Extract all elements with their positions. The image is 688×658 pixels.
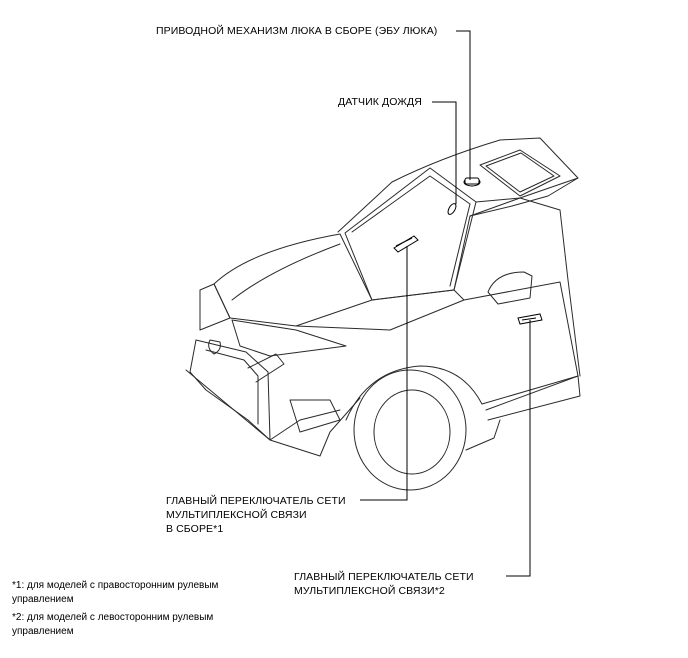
rain-sensor-label: ДАТЧИК ДОЖДЯ [338,96,422,108]
footnote-2: *2: для моделей с левосторонним рулевым … [12,611,213,639]
switch-lhd-label-line1: ГЛАВНЫЙ ПЕРЕКЛЮЧАТЕЛЬ СЕТИ [294,571,474,583]
footnote-1-line2: управлением [12,594,74,605]
switch-rhd-label-line1: ГЛАВНЫЙ ПЕРЕКЛЮЧАТЕЛЬ СЕТИ [166,495,346,507]
roof-outline [337,137,579,233]
multiplex-switch-lhd-component [517,313,543,325]
footnote-1-line1: *1: для моделей с правосторонним рулевым [12,580,219,591]
front-wheel [353,369,467,491]
switch-lhd-label-line2: МУЛЬТИПЛЕКСНОЙ СВЯЗИ*2 [294,585,445,597]
leader-rain-sensor [432,101,457,204]
headlight [231,319,347,357]
a-pillar [475,197,581,377]
hood [213,233,373,327]
footnote-2-line2: управлением [12,626,74,637]
front-door [463,281,579,411]
leader-sunroof-ecu [456,30,471,180]
front-bumper [185,369,361,457]
side-mirror [487,271,533,305]
switch-rhd-label-line3: В СБОРЕ*1 [166,523,224,535]
footnote-1: *1: для моделей с правосторонним рулевым… [12,579,218,607]
leader-switch-rhd [360,246,408,501]
switch-rhd-label-line2: МУЛЬТИПЛЕКСНОЙ СВЯЗИ [166,509,307,521]
leader-switch-lhd [506,320,531,577]
sunroof-ecu-component [463,177,481,187]
sunroof-ecu-label: ПРИВОДНОЙ МЕХАНИЗМ ЛЮКА В СБОРЕ (ЭБУ ЛЮК… [156,25,438,37]
sunroof-panel-inner [485,152,555,193]
sunroof-panel [479,149,561,197]
rain-sensor-component [447,203,457,215]
footnote-2-line1: *2: для моделей с левосторонним рулевым [12,612,214,623]
multiplex-switch-rhd-component [393,235,419,253]
switch-rhd-label: ГЛАВНЫЙ ПЕРЕКЛЮЧАТЕЛЬ СЕТИ МУЛЬТИПЛЕКСНО… [166,494,346,536]
windshield [344,167,477,301]
switch-lhd-label: ГЛАВНЫЙ ПЕРЕКЛЮЧАТЕЛЬ СЕТИ МУЛЬТИПЛЕКСНО… [294,570,474,598]
